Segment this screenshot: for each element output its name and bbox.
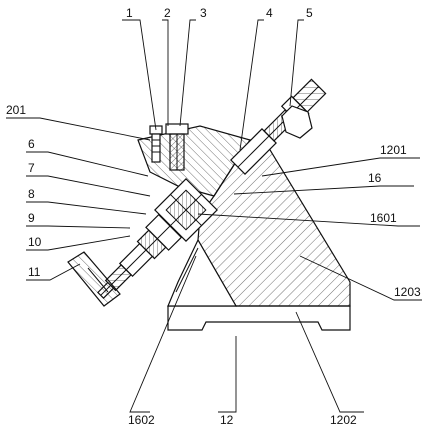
knob-11 <box>67 251 121 307</box>
label-4: 4 <box>266 6 273 20</box>
label-8: 8 <box>28 187 35 201</box>
nut-5 <box>281 105 313 139</box>
label-1602: 1602 <box>128 413 155 427</box>
label-7: 7 <box>28 161 35 175</box>
label-5: 5 <box>306 6 313 20</box>
central-clamp <box>154 178 218 242</box>
diagonal-screw-assembly <box>230 78 327 175</box>
label-1601: 1601 <box>370 211 397 225</box>
leader-lines <box>6 19 422 413</box>
upper-block <box>137 125 251 197</box>
label-12: 12 <box>220 413 234 427</box>
label-1202: 1202 <box>330 413 357 427</box>
label-1: 1 <box>126 6 133 20</box>
support-inner-line <box>175 247 199 293</box>
label-6: 6 <box>28 137 35 151</box>
label-1201: 1201 <box>380 143 407 157</box>
label-2: 2 <box>164 6 171 20</box>
top-bolt-group <box>149 123 189 171</box>
bolt-shank-1 <box>151 133 161 163</box>
bolt-head-2 <box>165 123 189 135</box>
label-3: 3 <box>200 6 207 20</box>
base-plate <box>167 305 351 331</box>
label-11: 11 <box>28 265 41 279</box>
label-10: 10 <box>28 235 42 249</box>
label-201: 201 <box>6 103 26 117</box>
label-9: 9 <box>28 211 35 225</box>
label-1203: 1203 <box>394 285 421 299</box>
label-16: 16 <box>368 171 382 185</box>
support-web <box>167 238 238 307</box>
